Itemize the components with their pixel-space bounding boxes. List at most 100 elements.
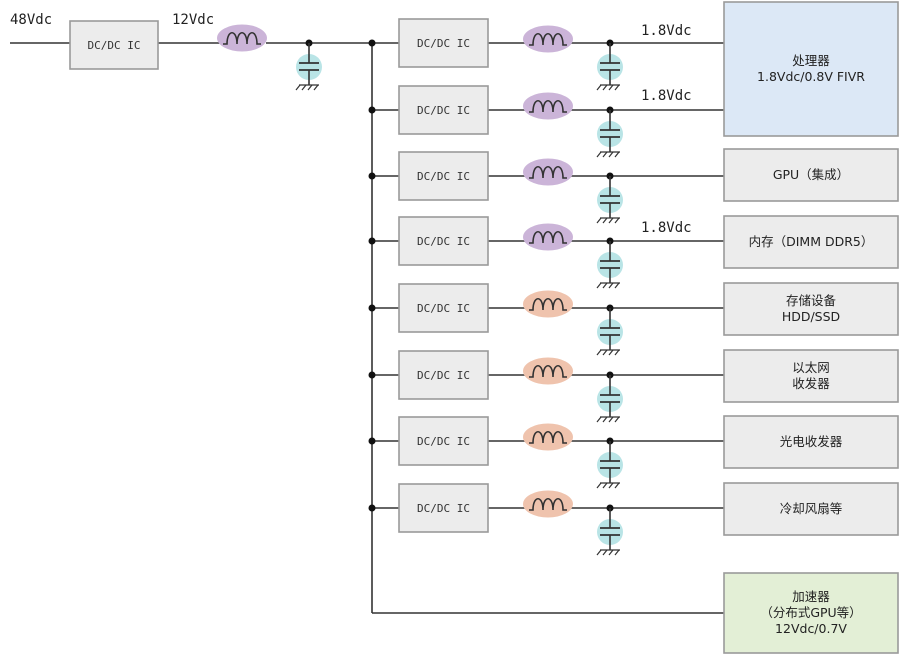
converter-label: DC/DC IC [417, 435, 470, 448]
ground-hatch [608, 482, 614, 489]
load-optical: 光电收发器 [723, 415, 899, 469]
inductor-icon-cpu-alt [523, 92, 573, 120]
ground-hatch [608, 349, 614, 356]
load-box [723, 215, 899, 269]
ground-hatch [602, 84, 608, 91]
ground-icon [596, 349, 620, 356]
labels-layer: 48Vdc 12Vdc 1.8Vdc 1.8Vdc 1.8Vdc [10, 12, 692, 236]
load-gpu: GPU（集成） [723, 148, 899, 202]
converter-memory: DC/DC IC [398, 216, 489, 266]
ground-hatch [614, 84, 620, 91]
capacitor-body [296, 54, 322, 80]
inductor-coil [529, 364, 567, 378]
ground-hatch [614, 349, 620, 356]
capacitor-icon-ethernet [596, 375, 623, 423]
input-capacitor-icon [295, 43, 322, 91]
bus-junction-optical [368, 437, 376, 445]
converter-box [398, 151, 489, 201]
inductor-body [523, 223, 573, 251]
load-label-line: 存储设备 [786, 293, 837, 308]
load-accelerator: 加速器（分布式GPU等）12Vdc/0.7V [723, 572, 899, 654]
load-fan: 冷却风扇等 [723, 482, 899, 536]
ground-icon [596, 84, 620, 91]
load-label-line: 收发器 [792, 376, 830, 391]
bus-junction-cpu-alt [368, 106, 376, 114]
load-label-line: GPU（集成） [773, 167, 849, 182]
converter-box [398, 18, 489, 68]
capacitor-icon-fan [596, 508, 623, 556]
ground-hatch [602, 217, 608, 224]
bus-junction-gpu [368, 172, 376, 180]
converter-label: DC/DC IC [417, 104, 470, 117]
capacitor-body [597, 319, 623, 345]
ground-icon [596, 282, 620, 289]
load-label-line: 冷却风扇等 [780, 501, 843, 516]
capacitor-icon-cpu-alt [596, 110, 623, 158]
load-label-line: 12Vdc/0.7V [775, 621, 847, 636]
bus-junction-memory [368, 237, 376, 245]
ground-hatch [596, 151, 602, 158]
converter-box [398, 483, 489, 533]
memory-rail-voltage-label: 1.8Vdc [641, 220, 692, 236]
inductor-coil [529, 430, 567, 444]
inductor-body [523, 423, 573, 451]
inductor-coil [529, 32, 567, 46]
ground-hatch [295, 84, 301, 91]
capacitor-body [597, 54, 623, 80]
converter-label: DC/DC IC [417, 369, 470, 382]
converter-box [398, 283, 489, 333]
bus-voltage-label: 12Vdc [172, 12, 214, 28]
load-label-line: 内存（DIMM DDR5） [749, 234, 874, 249]
ground-hatch [596, 84, 602, 91]
converter-gpu: DC/DC IC [398, 151, 489, 201]
ground-hatch [596, 217, 602, 224]
capacitor-body [597, 386, 623, 412]
ground-hatch [596, 282, 602, 289]
inductor-body [217, 24, 267, 52]
converter-ethernet: DC/DC IC [398, 350, 489, 400]
load-memory: 内存（DIMM DDR5） [723, 215, 899, 269]
ground-hatch [614, 482, 620, 489]
converter-label: DC/DC IC [88, 39, 141, 52]
converter-label: DC/DC IC [417, 235, 470, 248]
inductor-coil [529, 165, 567, 179]
capacitor-body [597, 121, 623, 147]
load-box [723, 349, 899, 403]
ground-hatch [602, 416, 608, 423]
inductor-icon-fan [523, 490, 573, 518]
capacitor-body [597, 252, 623, 278]
converter-label: DC/DC IC [417, 502, 470, 515]
inductor-icon-storage [523, 290, 573, 318]
inductor-coil [223, 31, 261, 45]
capacitor-body [597, 519, 623, 545]
ground-hatch [608, 151, 614, 158]
ground-hatch [608, 549, 614, 556]
converter-label: DC/DC IC [417, 302, 470, 315]
inductor-coil [529, 99, 567, 113]
load-box [723, 415, 899, 469]
converter-label: DC/DC IC [417, 37, 470, 50]
inductor-body [523, 92, 573, 120]
ground-hatch [602, 151, 608, 158]
bus-junction-storage [368, 304, 376, 312]
ground-icon [596, 217, 620, 224]
ground-hatch [596, 549, 602, 556]
ground-hatch [614, 217, 620, 224]
cpu-alt-rail-voltage-label: 1.8Vdc [641, 88, 692, 104]
ground-hatch [596, 416, 602, 423]
converter-optical: DC/DC IC [398, 416, 489, 466]
ground-hatch [608, 282, 614, 289]
ground-hatch [614, 416, 620, 423]
bus-junction-cpu [368, 39, 376, 47]
inductor-coil [529, 230, 567, 244]
converter-fan: DC/DC IC [398, 483, 489, 533]
cpu-rail-voltage-label: 1.8Vdc [641, 23, 692, 39]
wires-layer [10, 42, 724, 614]
load-label-line: （分布式GPU等） [760, 605, 861, 620]
capacitor-icon-optical [596, 441, 623, 489]
bus-junction-fan [368, 504, 376, 512]
